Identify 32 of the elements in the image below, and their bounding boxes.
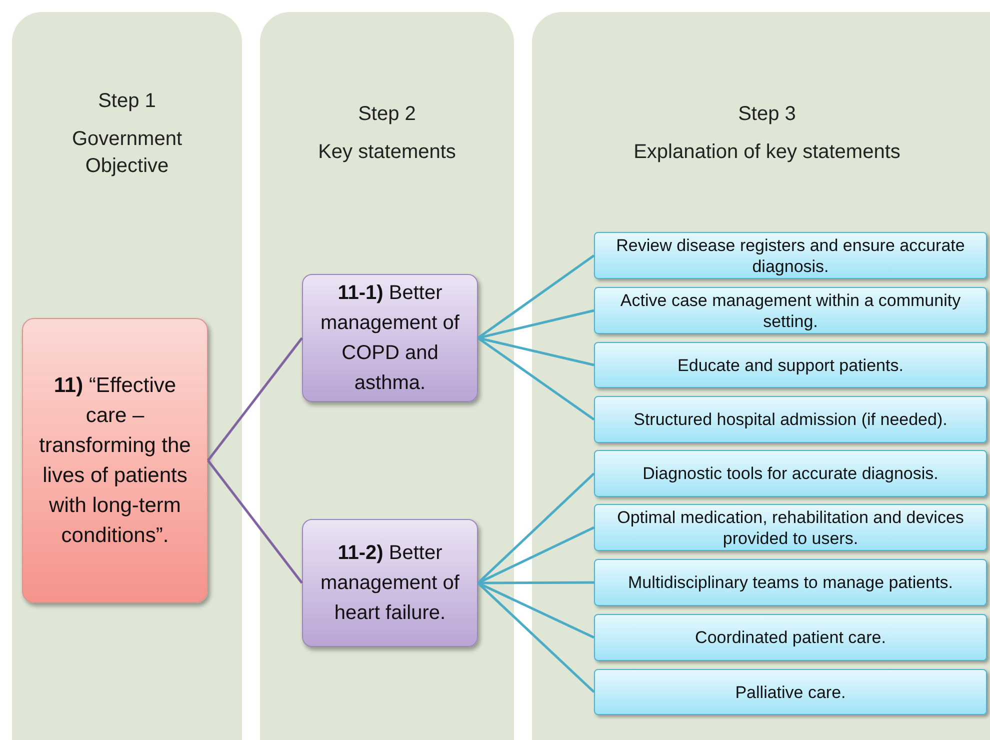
column-panel xyxy=(12,12,242,740)
objective-box: 11) “Effective care – transforming the lives of patients with long-term conditions”. xyxy=(22,318,208,603)
explanation-box: Review disease registers and ensure accurate diagnosis. xyxy=(594,232,987,279)
explanation-box: Multidisciplinary teams to manage patients. xyxy=(594,559,987,606)
explanation-box: Palliative care. xyxy=(594,669,987,715)
column-panel xyxy=(260,12,514,740)
statement-box: 11-1) Better management of COPD and asthma. xyxy=(302,274,478,402)
connector-line xyxy=(478,336,594,366)
explanation-box: Coordinated patient care. xyxy=(594,614,987,661)
connector-line xyxy=(478,581,594,584)
explanation-box: Active case management within a community setting. xyxy=(594,287,987,334)
connector-line xyxy=(477,472,595,584)
column-heading: Explanation of key statements xyxy=(634,140,900,165)
connector-line xyxy=(207,460,303,584)
explanation-box: Optimal medication, rehabilitation and devices provided to users. xyxy=(594,504,987,551)
explanation-box: Diagnostic tools for accurate diagnosis. xyxy=(594,450,987,497)
connector-line xyxy=(477,526,595,584)
column-heading: Step 1 xyxy=(98,89,156,114)
statement-box: 11-2) Better management of heart failure. xyxy=(302,519,478,647)
column-heading: Step 2 xyxy=(358,102,416,127)
connector-line xyxy=(477,582,595,639)
explanation-box: Structured hospital admission (if needed). xyxy=(594,396,987,443)
explanation-box: Educate and support patients. xyxy=(594,342,987,388)
connector-line xyxy=(477,582,595,693)
column-heading: Government Objective xyxy=(70,127,184,179)
connector-line xyxy=(478,309,594,340)
column-panel xyxy=(532,12,990,740)
connector-line xyxy=(207,337,303,462)
column-heading: Key statements xyxy=(318,140,456,165)
column-heading: Step 3 xyxy=(738,102,796,127)
connector-line xyxy=(477,254,595,340)
connector-line xyxy=(477,336,595,421)
